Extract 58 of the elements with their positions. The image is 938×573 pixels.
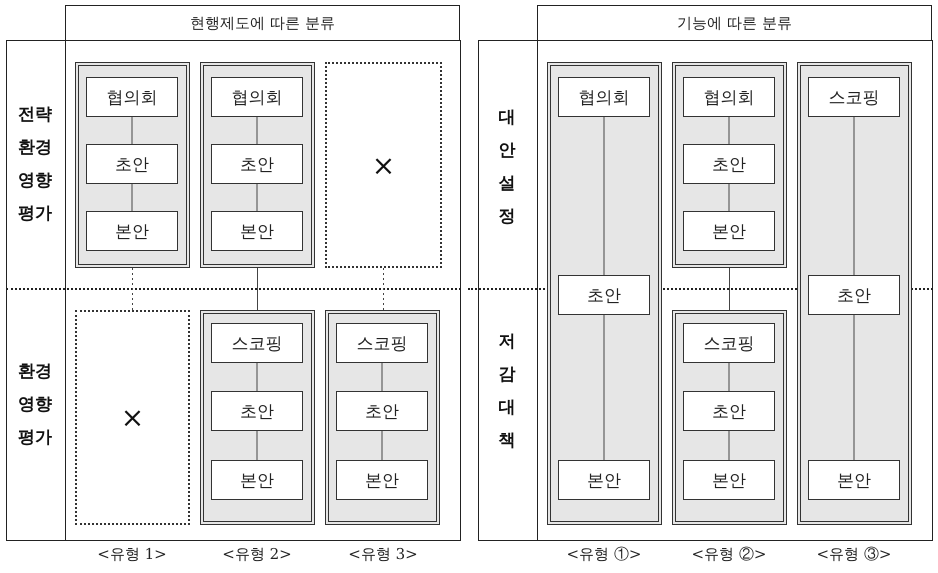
header-cell: 기능에 따른 분류	[537, 5, 932, 41]
stage-box: 초안	[211, 391, 303, 431]
type-caption: <유형 1>	[97, 545, 167, 564]
stage-box: 스코핑	[683, 323, 775, 363]
not-applicable-box: ×	[325, 62, 442, 268]
stage-box: 본안	[683, 460, 775, 500]
not-applicable-box: ×	[75, 310, 190, 525]
type-caption: <유형 2>	[222, 545, 292, 564]
stage-group-panel	[75, 62, 190, 268]
stage-box: 스코핑	[211, 323, 303, 363]
connector-line	[728, 116, 730, 144]
stage-box: 초안	[86, 144, 178, 184]
stage-box: 초안	[336, 391, 428, 431]
stage-group-panel	[797, 62, 912, 525]
connector-line	[728, 430, 730, 460]
stage-group-panel	[672, 62, 787, 268]
stage-box: 본안	[558, 460, 650, 500]
row-heading: 저감대책	[498, 330, 516, 454]
header-cell: 현행제도에 따른 분류	[65, 5, 460, 41]
stage-box: 스코핑	[808, 77, 900, 117]
stage-box: 초안	[683, 391, 775, 431]
stage-group-panel	[547, 62, 662, 525]
type-caption: <유형 ②>	[692, 545, 766, 564]
connector-line	[256, 362, 258, 392]
stage-box: 협의회	[86, 77, 178, 117]
type-caption: <유형 3>	[348, 545, 418, 564]
stage-group-panel	[200, 310, 315, 525]
stage-group-panel	[200, 62, 315, 268]
stage-box: 본안	[211, 460, 303, 500]
stage-group-panel	[325, 310, 440, 525]
stage-box: 협의회	[558, 77, 650, 117]
stage-box: 본안	[336, 460, 428, 500]
connector-line	[256, 430, 258, 460]
type-caption: <유형 ③>	[816, 545, 892, 564]
stage-box: 초안	[808, 275, 900, 315]
connector-line	[257, 268, 258, 310]
stage-box: 본안	[211, 211, 303, 251]
row-heading: 환경영향평가	[18, 360, 52, 450]
stage-box: 본안	[683, 211, 775, 251]
connector-line	[729, 268, 730, 310]
stage-box: 협의회	[211, 77, 303, 117]
connector-line	[132, 268, 133, 310]
connector-line	[728, 362, 730, 392]
connector-line	[728, 184, 730, 212]
stage-box: 협의회	[683, 77, 775, 117]
row-heading: 전략환경영향평가	[18, 104, 52, 226]
connector-line	[256, 184, 258, 212]
connector-line	[383, 268, 384, 310]
type-caption: <유형 ①>	[566, 545, 642, 564]
stage-box: 스코핑	[336, 323, 428, 363]
stage-group-panel	[672, 310, 787, 525]
stage-box: 본안	[86, 211, 178, 251]
stage-box: 초안	[211, 144, 303, 184]
stage-box: 초안	[558, 275, 650, 315]
connector-line	[256, 116, 258, 144]
stage-box: 본안	[808, 460, 900, 500]
row-heading: 대안설정	[498, 106, 516, 230]
stage-box: 초안	[683, 144, 775, 184]
